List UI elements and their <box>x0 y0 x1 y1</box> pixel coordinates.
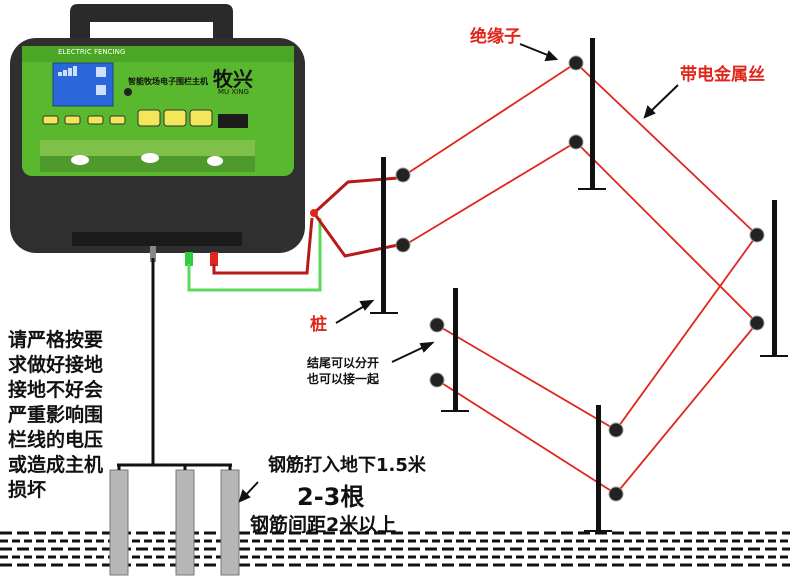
fence-posts <box>370 38 788 532</box>
warning-line: 接地不好会 <box>8 379 104 401</box>
device-model-text: 智能牧场电子围栏主机 <box>128 77 208 86</box>
small-display <box>218 114 248 128</box>
ground-strip <box>0 531 790 567</box>
end-note-line-1: 结尾可以分开 <box>307 356 380 370</box>
fence-wires <box>404 62 758 495</box>
rebar-spacing-label: 钢筋间距2米以上 <box>250 514 397 536</box>
warning-line: 栏线的电压 <box>8 429 104 451</box>
device-banner: ELECTRIC FENCING <box>58 48 126 56</box>
grounding-warning: 请严格按要 求做好接地 接地不好会 严重影响围 栏线的电压 或造成主机 损坏 <box>8 328 103 503</box>
warning-line: 或造成主机 <box>8 454 104 476</box>
end-note: 结尾可以分开 也可以接一起 <box>307 355 379 387</box>
ground-rods <box>109 465 240 576</box>
indicator-light <box>124 88 132 96</box>
warning-line: 求做好接地 <box>8 354 104 376</box>
rebar-count-label: 2-3根 <box>297 483 365 511</box>
energizer-device <box>10 4 305 266</box>
end-note-line-2: 也可以接一起 <box>307 372 380 386</box>
rebar-depth-label: 钢筋打入地下1.5米 <box>268 455 426 476</box>
insulator-label: 绝缘子 <box>470 27 521 47</box>
insulators <box>395 55 765 502</box>
stake-label: 桩 <box>310 315 327 335</box>
device-handle <box>70 4 233 55</box>
warning-line: 请严格按要 <box>8 329 104 351</box>
device-brand-cn: 牧兴 <box>213 67 253 91</box>
control-buttons <box>42 109 213 127</box>
terminals <box>185 252 218 266</box>
device-brand-en: MU XING <box>218 88 249 96</box>
warning-line: 严重影响围 <box>8 404 104 426</box>
ground-wire <box>117 217 322 467</box>
warning-line: 损坏 <box>8 479 47 501</box>
annotation-arrows <box>238 43 679 503</box>
charged-wire-label: 带电金属丝 <box>680 65 765 85</box>
